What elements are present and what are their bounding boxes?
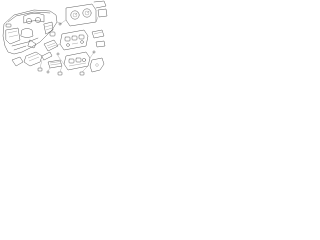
- parts-diagram: [0, 0, 109, 80]
- lower-switch-assembly: [63, 51, 91, 71]
- leader-lines: [39, 16, 99, 73]
- upper-switch-assembly: [59, 29, 89, 51]
- vent-grille: [47, 59, 63, 69]
- cluster-lens: [93, 0, 108, 18]
- instrument-panel: [2, 9, 58, 55]
- switch-module: [41, 31, 59, 61]
- mounting-bracket: [89, 57, 105, 73]
- parts-diagram-drawing: [2, 0, 108, 76]
- small-switch: [91, 29, 106, 48]
- instrument-cluster: [65, 3, 97, 27]
- steering-column-cover: [11, 51, 43, 67]
